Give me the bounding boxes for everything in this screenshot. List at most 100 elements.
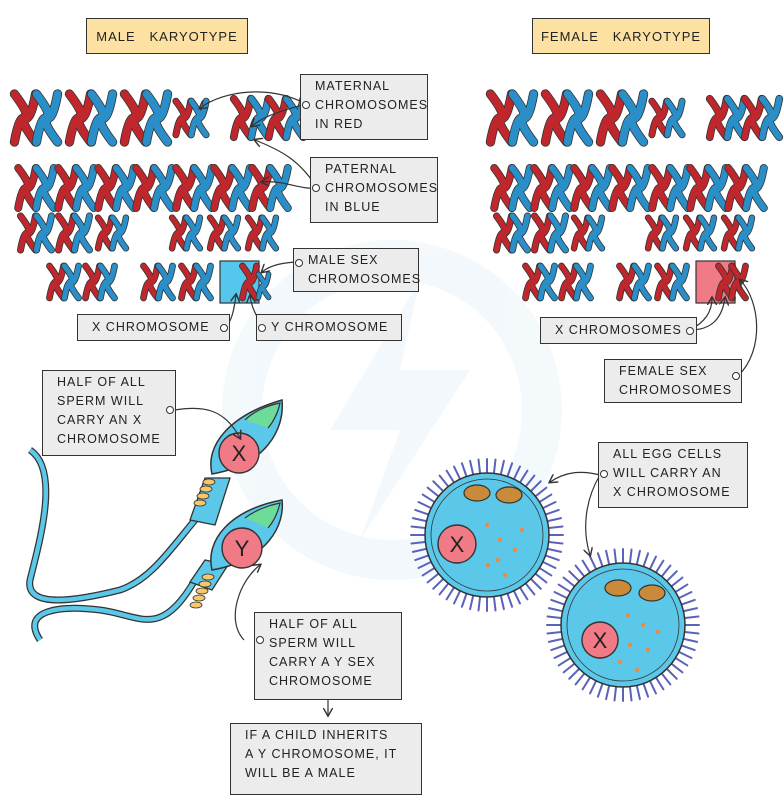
male-karyotype-pair-17-paternal bbox=[183, 214, 204, 252]
male-karyotype-pair-4-paternal bbox=[187, 97, 210, 139]
x-chromosome-label: X CHROMOSOME bbox=[77, 314, 230, 341]
male-karyotype-pair-12-maternal bbox=[210, 164, 236, 212]
female-sex-label-hole bbox=[732, 372, 740, 380]
sperm-y-label: HALF OF ALL SPERM WILL CARRY A Y SEX CHR… bbox=[254, 612, 402, 700]
male-karyotype-pair-13-maternal bbox=[248, 164, 274, 212]
sperm-x-label-hole bbox=[166, 406, 174, 414]
male-karyotype-pair-7-paternal bbox=[32, 164, 58, 212]
female-karyotype-pair-10-paternal bbox=[626, 164, 652, 212]
male-karyotype-pair-23-paternal bbox=[193, 262, 214, 302]
male-karyotype-pair-13-paternal bbox=[266, 164, 292, 212]
female-karyotype-pair-2-paternal bbox=[562, 89, 594, 147]
male-karyotype-pair-19-paternal bbox=[259, 214, 280, 252]
male-karyotype-pair-3-paternal bbox=[141, 89, 173, 147]
female-sex-chromosomes-label: FEMALE SEX CHROMOSOMES bbox=[604, 359, 742, 403]
egg-2-letter: X bbox=[593, 628, 608, 653]
male-karyotype-pair-23-maternal bbox=[178, 262, 199, 302]
female-karyotype-pair-17-paternal bbox=[659, 214, 680, 252]
male-karyotype-pair-20-paternal bbox=[61, 262, 82, 302]
male-karyotype-pair-16-paternal bbox=[109, 214, 130, 252]
male-karyotype-pair-17-maternal bbox=[168, 214, 189, 252]
egg-label-hole bbox=[600, 470, 608, 478]
sperm-connectors bbox=[174, 407, 328, 715]
maternal-chromosomes-label: MATERNAL CHROMOSOMES IN RED bbox=[300, 74, 428, 140]
female-karyotype-pair-11-maternal bbox=[648, 164, 674, 212]
female-karyotype-pair-2-maternal bbox=[540, 89, 572, 147]
male-karyotype-pair-14-paternal bbox=[33, 212, 55, 254]
sperm-cell-x bbox=[26, 399, 284, 604]
sperm-x-label: HALF OF ALL SPERM WILL CARRY AN X CHROMO… bbox=[42, 370, 176, 456]
female-karyotype-title: FEMALE KARYOTYPE bbox=[532, 18, 710, 54]
male-karyotype-pair-2-maternal bbox=[64, 89, 96, 147]
male-sex-chromosomes-label: MALE SEX CHROMOSOMES bbox=[293, 248, 420, 292]
female-karyotype-pair-14-maternal bbox=[493, 212, 515, 254]
female-karyotype-pair-14-paternal bbox=[509, 212, 531, 254]
female-karyotype-pair-16-paternal bbox=[585, 214, 606, 252]
male-karyotype-pair-8-paternal bbox=[72, 164, 98, 212]
female-karyotype-pair-7-paternal bbox=[508, 164, 534, 212]
child-inherits-label: IF A CHILD INHERITS A Y CHROMOSOME, IT W… bbox=[230, 723, 422, 795]
male-karyotype-sex-pair-y bbox=[255, 271, 272, 301]
female-karyotype-pair-7-maternal bbox=[490, 164, 516, 212]
female-karyotype-pair-12-paternal bbox=[704, 164, 730, 212]
x-chromosome-label-hole bbox=[220, 324, 228, 332]
male-karyotype-pair-14-maternal bbox=[17, 212, 39, 254]
female-karyotype-pair-13-maternal bbox=[724, 164, 750, 212]
egg-cell-1 bbox=[410, 458, 564, 612]
female-karyotype-chromosomes bbox=[485, 89, 784, 302]
male-karyotype-pair-15-maternal bbox=[55, 212, 77, 254]
paternal-label-hole bbox=[312, 184, 320, 192]
male-karyotype-pair-20-maternal bbox=[46, 262, 67, 302]
male-karyotype-pair-19-maternal bbox=[244, 214, 265, 252]
male-karyotype-pair-1-paternal bbox=[31, 89, 63, 147]
female-karyotype-pair-6-paternal bbox=[758, 94, 784, 142]
male-karyotype-pair-10-maternal bbox=[132, 164, 158, 212]
female-karyotype-pair-18-maternal bbox=[682, 214, 703, 252]
female-karyotype-pair-17-maternal bbox=[644, 214, 665, 252]
male-karyotype-pair-22-paternal bbox=[155, 262, 176, 302]
female-karyotype-pair-22-paternal bbox=[631, 262, 652, 302]
male-karyotype-chromosomes bbox=[9, 89, 308, 302]
male-karyotype-pair-10-paternal bbox=[150, 164, 176, 212]
egg-1-letter: X bbox=[450, 532, 465, 557]
male-karyotype-pair-21-paternal bbox=[97, 262, 118, 302]
female-karyotype-pair-11-paternal bbox=[666, 164, 692, 212]
male-sex-label-hole bbox=[295, 259, 303, 267]
sperm-y-letter: Y bbox=[235, 536, 250, 561]
male-karyotype-pair-6-maternal bbox=[264, 94, 290, 142]
female-karyotype-pair-9-paternal bbox=[588, 164, 614, 212]
male-karyotype-pair-15-paternal bbox=[71, 212, 93, 254]
male-karyotype-pair-11-maternal bbox=[172, 164, 198, 212]
female-karyotype-pair-19-paternal bbox=[735, 214, 756, 252]
female-karyotype-pair-19-maternal bbox=[720, 214, 741, 252]
x-chromosomes-label-hole bbox=[686, 327, 694, 335]
female-karyotype-pair-8-maternal bbox=[530, 164, 556, 212]
female-karyotype-pair-15-maternal bbox=[531, 212, 553, 254]
paternal-chromosomes-label: PATERNAL CHROMOSOMES IN BLUE bbox=[310, 157, 438, 223]
male-karyotype-pair-5-maternal bbox=[229, 94, 255, 142]
male-karyotype-pair-3-maternal bbox=[119, 89, 151, 147]
female-karyotype-pair-5-paternal bbox=[723, 94, 749, 142]
sperm-y-label-hole bbox=[256, 636, 264, 644]
female-karyotype-sex-pair-x1 bbox=[715, 262, 736, 302]
female-karyotype-pair-20-paternal bbox=[537, 262, 558, 302]
male-karyotype-pair-2-paternal bbox=[86, 89, 118, 147]
female-karyotype-pair-9-maternal bbox=[570, 164, 596, 212]
y-chromosome-label-hole bbox=[258, 324, 266, 332]
y-chromosome-label: Y CHROMOSOME bbox=[256, 314, 402, 341]
female-karyotype-pair-23-maternal bbox=[654, 262, 675, 302]
male-karyotype-pair-18-paternal bbox=[221, 214, 242, 252]
male-karyotype-pair-18-maternal bbox=[206, 214, 227, 252]
female-karyotype-pair-15-paternal bbox=[547, 212, 569, 254]
female-karyotype-pair-22-maternal bbox=[616, 262, 637, 302]
female-karyotype-pair-8-paternal bbox=[548, 164, 574, 212]
egg-cells-label: ALL EGG CELLS WILL CARRY AN X CHROMOSOME bbox=[598, 442, 748, 508]
female-karyotype-pair-10-maternal bbox=[608, 164, 634, 212]
female-karyotype-pair-4-maternal bbox=[648, 97, 671, 139]
female-karyotype-pair-1-maternal bbox=[485, 89, 517, 147]
male-karyotype-pair-1-maternal bbox=[9, 89, 41, 147]
male-karyotype-pair-7-maternal bbox=[14, 164, 40, 212]
x-chromosomes-label: X CHROMOSOMES bbox=[540, 317, 697, 344]
female-karyotype-sex-pair-x2 bbox=[728, 262, 749, 302]
male-karyotype-pair-8-maternal bbox=[54, 164, 80, 212]
